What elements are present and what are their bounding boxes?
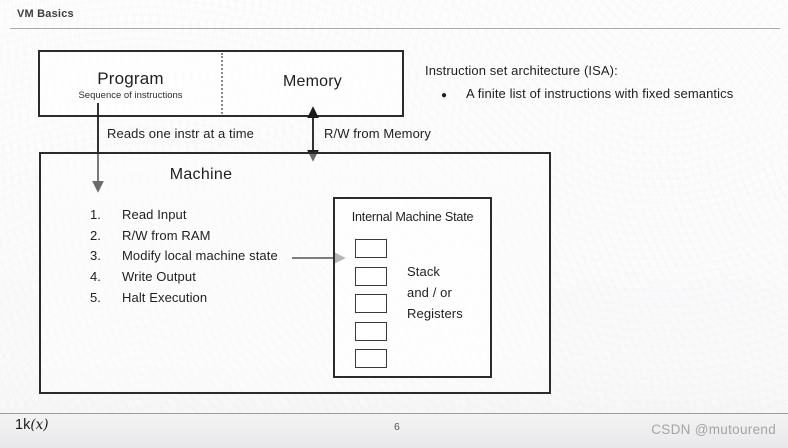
slide-title: VM Basics bbox=[17, 8, 74, 20]
internal-state-box: Internal Machine State Stack and / or Re… bbox=[333, 197, 492, 378]
isa-heading: Instruction set architecture (ISA): bbox=[425, 63, 618, 78]
isa-note: Instruction set architecture (ISA): ● A … bbox=[425, 63, 781, 101]
program-memory-box: Program Sequence of instructions Memory bbox=[38, 50, 404, 117]
state-cell bbox=[355, 321, 387, 341]
logo-text: 1k bbox=[15, 417, 31, 433]
program-label: Program bbox=[97, 68, 164, 88]
machine-step: 4. Write Output bbox=[90, 269, 278, 290]
header-divider bbox=[10, 28, 780, 29]
bullet-icon: ● bbox=[441, 90, 448, 101]
step-number: 1. bbox=[90, 207, 101, 222]
stack-label: Registers bbox=[407, 306, 463, 321]
state-cell bbox=[355, 239, 387, 258]
step-number: 2. bbox=[90, 227, 101, 243]
stack-labels: Stack and / or Registers bbox=[407, 261, 463, 324]
reads-arrow-label: Reads one instr at a time bbox=[107, 126, 255, 141]
rw-arrow-label: R/W from Memory bbox=[324, 126, 431, 141]
machine-box: Machine 1. Read Input 2. R/W from RAM 3.… bbox=[39, 152, 551, 394]
page-number: 6 bbox=[394, 421, 400, 433]
machine-step: 1. Read Input bbox=[90, 207, 278, 228]
state-cells bbox=[355, 239, 387, 377]
machine-step: 3. Modify local machine state bbox=[90, 248, 278, 269]
program-subtitle: Sequence of instructions bbox=[78, 89, 183, 101]
logo-math: (x) bbox=[30, 417, 49, 433]
stack-label: Stack bbox=[407, 264, 441, 279]
step-text: Read Input bbox=[122, 207, 187, 222]
machine-steps: 1. Read Input 2. R/W from RAM 3. Modify … bbox=[90, 207, 278, 310]
state-cell bbox=[355, 294, 387, 313]
memory-cell: Memory bbox=[223, 52, 402, 115]
stack-label: and / or bbox=[407, 285, 452, 300]
csdn-watermark: CSDN @mutourend bbox=[651, 422, 776, 437]
footer-strip bbox=[0, 414, 788, 448]
machine-step: 5. Halt Execution bbox=[90, 290, 278, 311]
internal-state-title: Internal Machine State bbox=[351, 210, 474, 224]
isa-bullet-text: A finite list of instructions with fixed… bbox=[466, 86, 734, 101]
state-cell bbox=[355, 266, 387, 286]
dotted-divider bbox=[221, 53, 223, 114]
step-text: Write Output bbox=[122, 269, 196, 285]
step-number: 5. bbox=[90, 289, 101, 305]
isa-bullet-row: ● A finite list of instructions with fix… bbox=[425, 86, 781, 101]
step-text: Halt Execution bbox=[122, 289, 208, 305]
state-cell bbox=[355, 349, 387, 368]
memory-label: Memory bbox=[283, 72, 342, 90]
step-number: 4. bbox=[90, 269, 101, 285]
machine-step: 2. R/W from RAM bbox=[90, 228, 278, 249]
step-text: R/W from RAM bbox=[122, 227, 211, 243]
step-text: Modify local machine state bbox=[122, 248, 278, 264]
program-cell: Program Sequence of instructions bbox=[40, 52, 221, 115]
machine-title: Machine bbox=[169, 166, 233, 183]
step-number: 3. bbox=[90, 248, 101, 264]
footer-divider bbox=[0, 413, 788, 414]
brand-logo: 1k(x) bbox=[15, 417, 48, 433]
